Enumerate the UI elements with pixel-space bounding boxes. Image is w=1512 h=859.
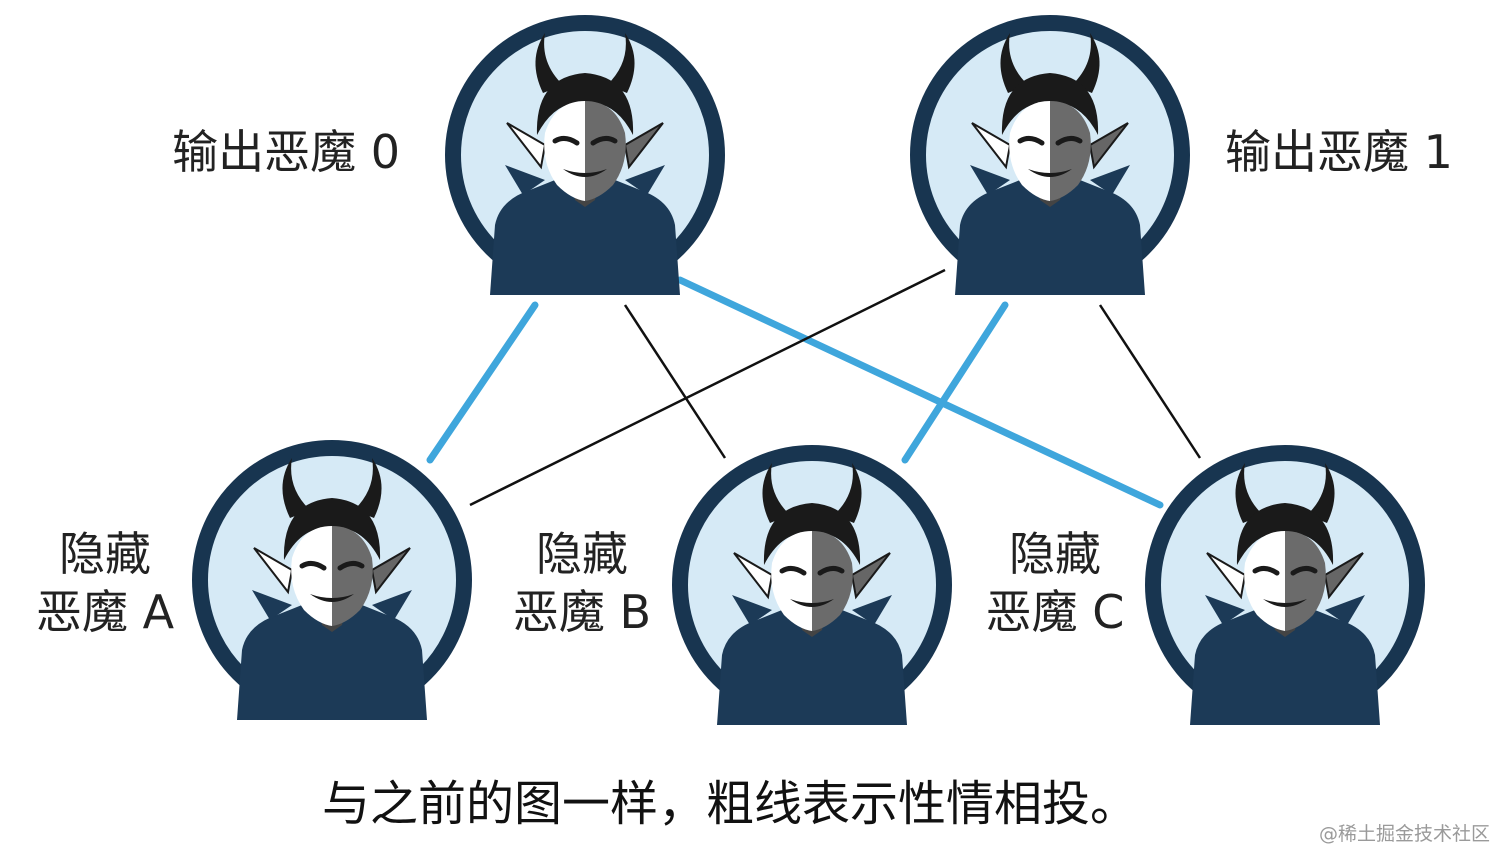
edge-output0-hiddenA — [426, 301, 539, 464]
label-hiddenA-line1: 隐藏 — [59, 527, 151, 581]
node-hiddenC — [1145, 445, 1425, 725]
label-hiddenC-line1: 隐藏 — [1009, 527, 1101, 581]
edge-output1-hiddenA — [469, 268, 946, 507]
edge-output1-hiddenB — [901, 301, 1009, 464]
caption: 与之前的图一样，粗线表示性情相投。 — [322, 776, 1138, 832]
edge-output1-hiddenC — [1098, 304, 1202, 459]
label-output1: 输出恶魔 1 — [1225, 125, 1453, 179]
node-output1 — [910, 15, 1190, 295]
label-hiddenC-line2: 恶魔 C — [986, 585, 1125, 639]
watermark: @稀土掘金技术社区 — [1319, 823, 1490, 845]
label-output0: 输出恶魔 0 — [172, 125, 400, 179]
node-hiddenA — [192, 440, 472, 720]
edges — [426, 268, 1202, 509]
edge-output0-hiddenB — [623, 304, 727, 459]
node-output0 — [445, 15, 725, 295]
edge-output0-hiddenC — [676, 276, 1164, 509]
label-hiddenA-line2: 恶魔 A — [36, 585, 175, 639]
label-hiddenB-line2: 恶魔 B — [513, 585, 651, 639]
label-hiddenB-line1: 隐藏 — [536, 527, 628, 581]
node-hiddenB — [672, 445, 952, 725]
